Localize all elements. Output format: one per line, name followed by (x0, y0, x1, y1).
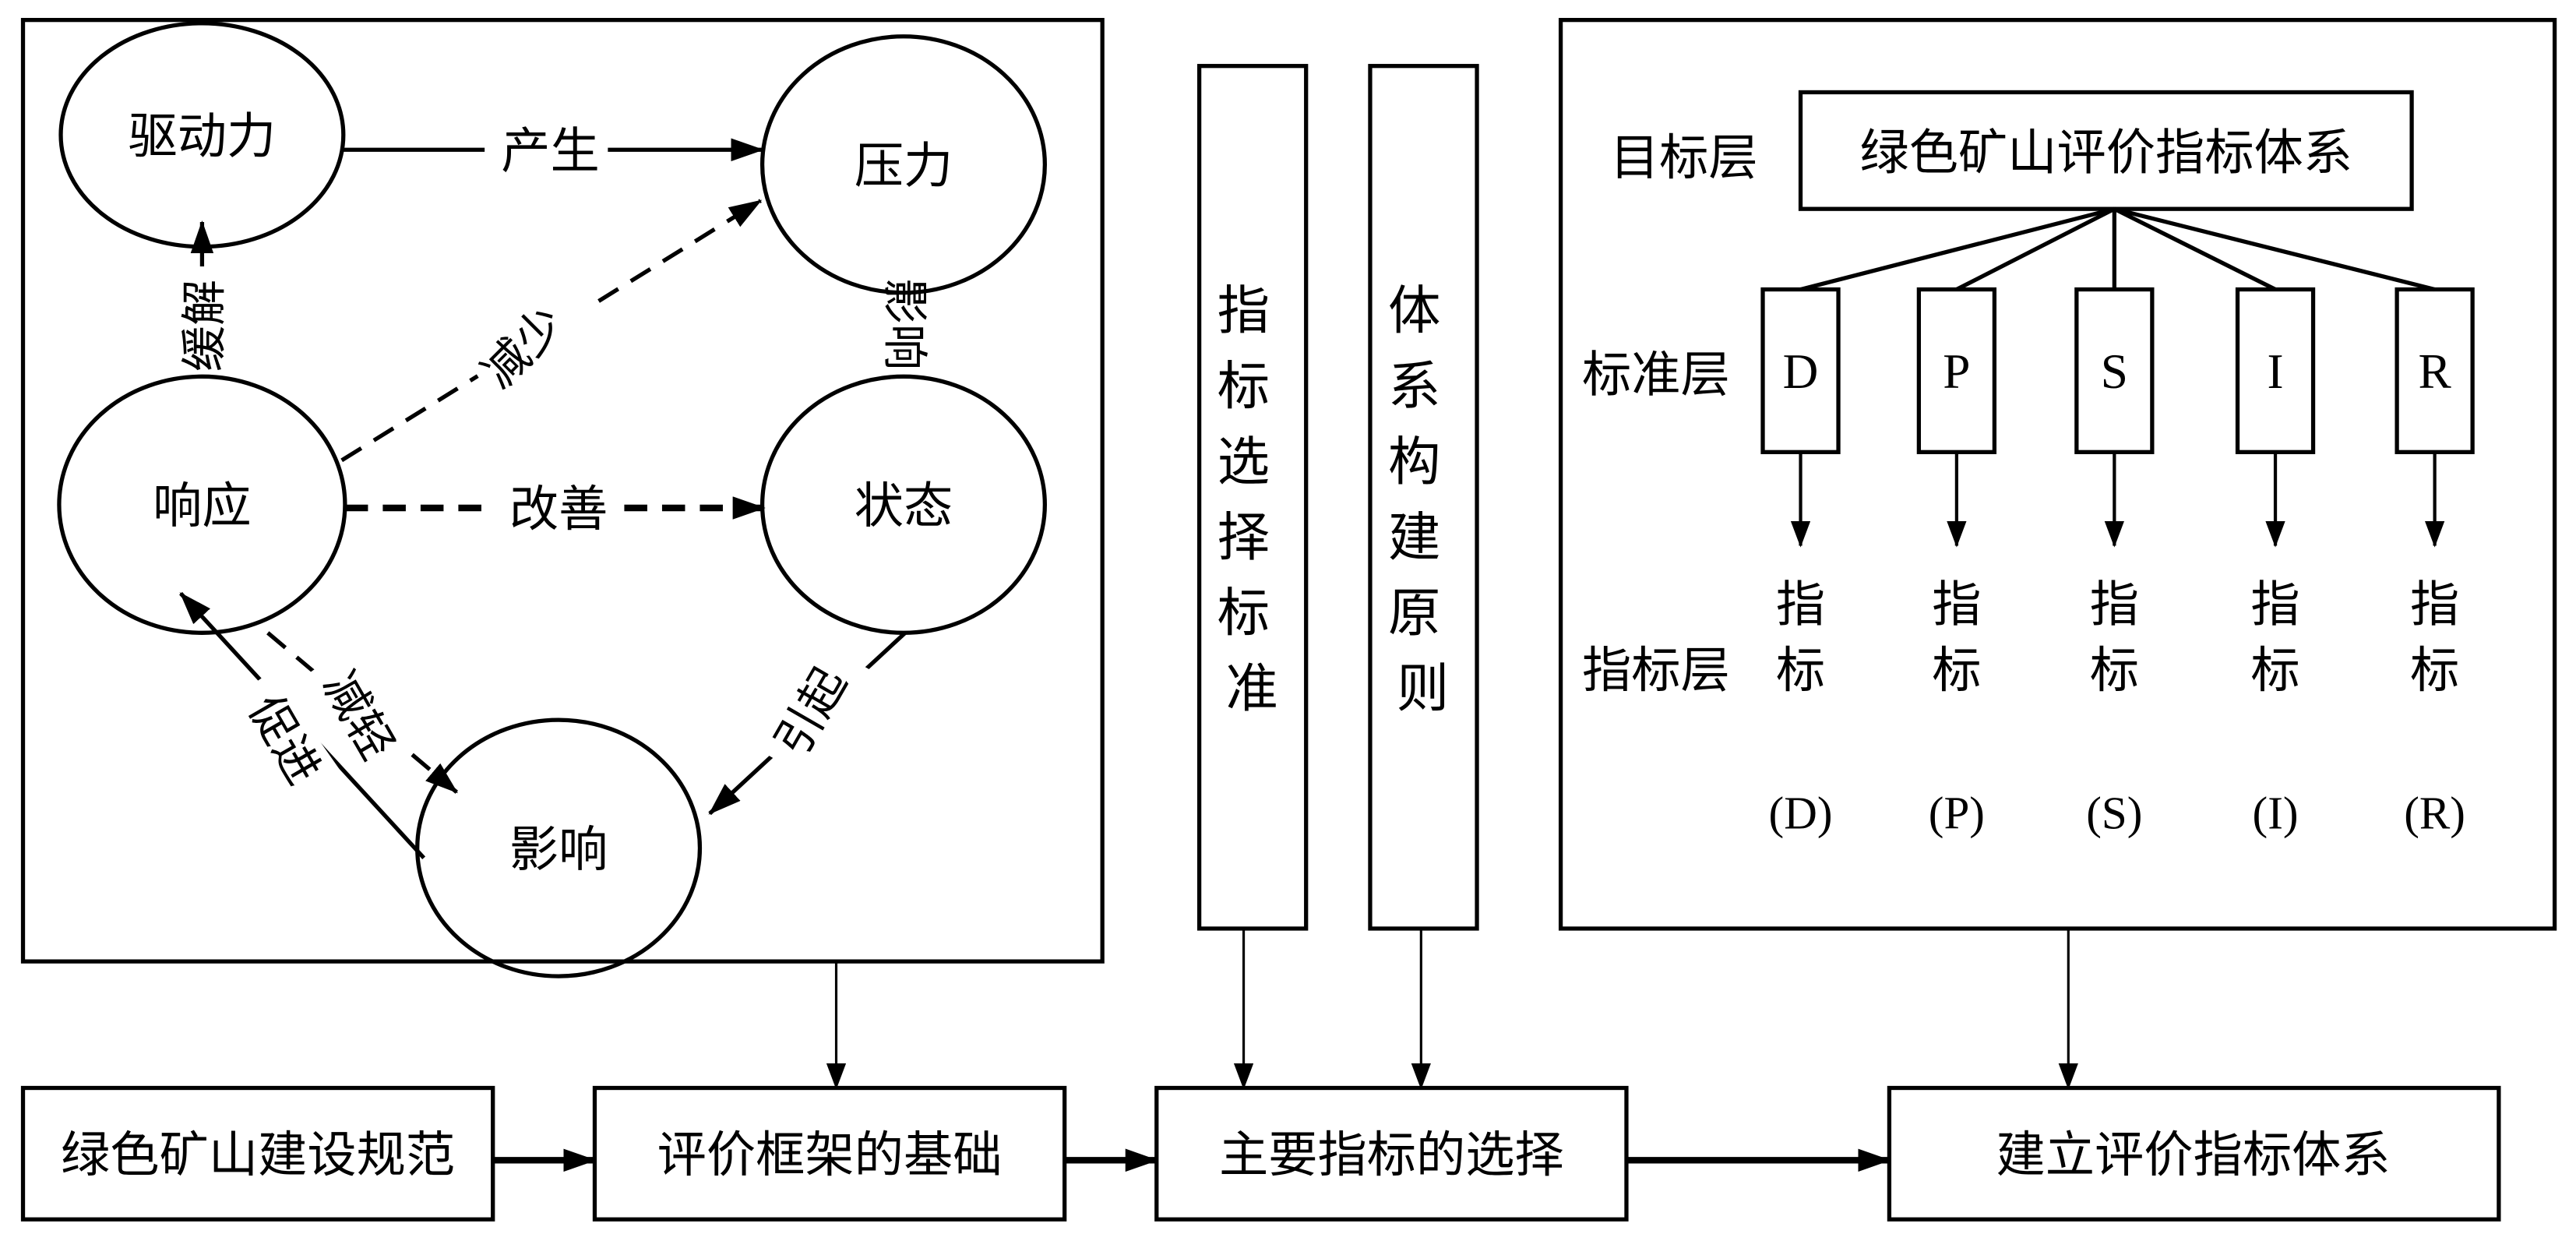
construction-principles-column: 体 系 构 建 原 则 (1368, 64, 1479, 931)
construction-principles-text: 体 系 构 建 原 则 (1388, 280, 1457, 719)
vertical-connectors (826, 928, 2078, 1090)
edge-cause: 引起 (708, 631, 907, 816)
indicator-code: (I) (2253, 787, 2299, 838)
selection-criteria-column: 指 标 选 择 标 准 (1196, 64, 1309, 931)
indicator-code: (R) (2404, 787, 2465, 838)
node-label-driving-force: 驱动力 (129, 107, 277, 164)
indicator-char: 标 (1932, 641, 1981, 699)
criteria-column-i: I 指标 (I) (2235, 287, 2316, 838)
indicator-code: (S) (2086, 787, 2142, 838)
criteria-label: R (2419, 344, 2452, 399)
node-driving-force: 驱动力 (58, 21, 346, 249)
edge-label-produce: 产生 (501, 122, 600, 179)
indicator-char: 指 (2410, 576, 2459, 633)
flow-step-label: 建立评价指标体系 (1996, 1126, 2391, 1183)
edge-label-improve: 改善 (509, 480, 608, 538)
indicator-code: (P) (1929, 787, 1985, 838)
flow-step-framework-basis: 评价框架的基础 (592, 1085, 1067, 1222)
dpsir-frame (20, 18, 1105, 964)
node-label-state: 状态 (855, 477, 953, 534)
edge-influence: 影响 (874, 263, 937, 382)
criteria-label: D (1783, 344, 1819, 399)
indicator-char: 指 (1932, 576, 1981, 633)
flow-step-indicator-selection: 主要指标的选择 (1154, 1085, 1629, 1222)
indicator-code: (D) (1769, 787, 1833, 838)
indicator-char: 标 (2410, 641, 2459, 699)
criteria-column-d: D 指标 (D) (1760, 287, 1841, 838)
indicator-char: 标 (2090, 641, 2139, 699)
node-label-pressure: 压力 (855, 136, 953, 194)
node-impact: 影响 (415, 717, 703, 978)
indicator-layer-label: 指标层 (1582, 641, 1730, 699)
node-label-impact: 影响 (509, 820, 608, 878)
criteria-group: D指标(D)P指标(P)S指标(S)I指标(I)R指标(R) (1760, 287, 2475, 838)
flow-step-label: 评价框架的基础 (657, 1126, 1003, 1183)
edge-reduce: 减少 (340, 199, 763, 463)
edge-label-relieve: 缓解 (178, 280, 231, 372)
target-connectors (1799, 206, 2436, 292)
indicator-char: 标 (2250, 641, 2299, 699)
node-pressure: 压力 (759, 34, 1047, 295)
flow-row: 绿色矿山建设规范 评价框架的基础 主要指标的选择 建立评价指标体系 (20, 1085, 2501, 1222)
target-title: 绿色矿山评价指标体系 (1859, 124, 2352, 182)
node-state: 状态 (759, 374, 1047, 635)
node-response: 响应 (57, 374, 347, 635)
indicator-char: 指 (2090, 576, 2139, 633)
selection-criteria-text: 指 标 选 择 标 准 (1218, 280, 1287, 719)
edge-produce: 产生 (341, 122, 764, 179)
flow-step-green-mine-spec: 绿色矿山建设规范 (20, 1085, 495, 1222)
indicator-char: 标 (1776, 641, 1825, 699)
criteria-column-r: R 指标 (R) (2395, 287, 2475, 838)
indicator-char: 指 (1776, 576, 1825, 633)
indicator-char: 指 (2250, 576, 2299, 633)
target-layer-label: 目标层 (1610, 129, 1758, 186)
edge-improve: 改善 (344, 480, 766, 538)
criteria-label: S (2101, 344, 2128, 399)
flow-step-label: 主要指标的选择 (1219, 1126, 1564, 1183)
edge-relieve: 缓解 (171, 220, 234, 385)
dpsir-model-panel: 产生 缓解 减少 改善 影响 减轻 (20, 18, 1105, 978)
hierarchy-frame (1558, 18, 2557, 931)
flow-step-label: 绿色矿山建设规范 (61, 1126, 455, 1183)
hierarchy-panel: 目标层 绿色矿山评价指标体系 标准层 指标层 D指标(D)P指标(P)S指标(S… (1558, 18, 2557, 931)
criteria-column-p: P 指标 (P) (1916, 287, 1997, 838)
criteria-column-s: S 指标 (S) (2074, 287, 2155, 838)
node-label-response: 响应 (153, 477, 252, 534)
criteria-label: P (1943, 344, 1970, 399)
criteria-label: I (2268, 344, 2284, 399)
criteria-layer-label: 标准层 (1582, 345, 1730, 403)
flow-step-build-index-system: 建立评价指标体系 (1887, 1085, 2501, 1222)
